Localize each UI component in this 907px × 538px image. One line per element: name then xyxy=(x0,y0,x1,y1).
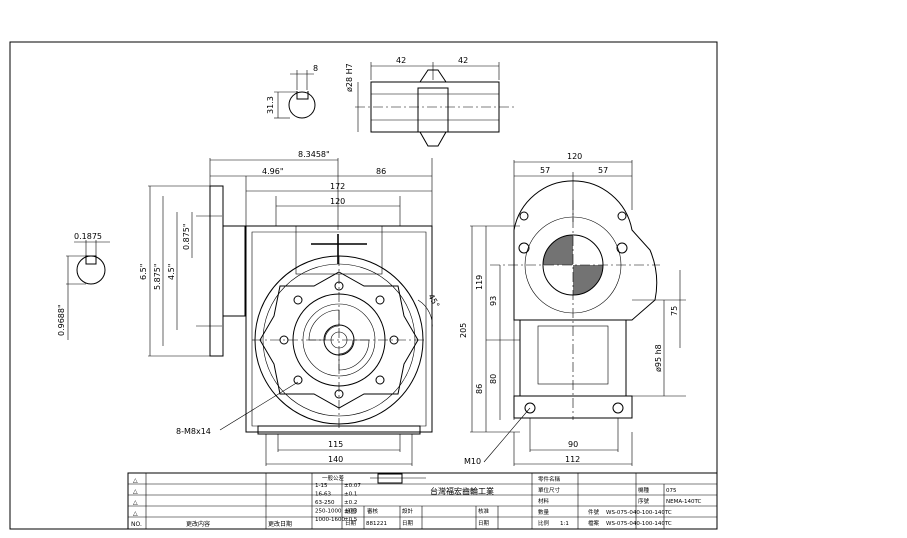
flange-side-view: 6.5" 5.875" 4.5" 0.875" xyxy=(139,185,246,357)
dim-keyway-height: 31.3 xyxy=(266,96,275,114)
dim-flange-width: 120 xyxy=(330,197,345,206)
approver-label: 核准 xyxy=(478,507,490,515)
dim-side-width: 120 xyxy=(567,152,582,161)
dim-base-length: 140 xyxy=(328,455,343,464)
dim-offset-left: 4.96" xyxy=(262,167,284,176)
tolerance-value: ±0.3 xyxy=(344,509,358,515)
scale-label: 比例 xyxy=(538,519,550,527)
dim-foot-bolt: M10 xyxy=(464,457,481,466)
quantity-label: 數量 xyxy=(538,508,550,516)
dimension-label: 單位尺寸 xyxy=(538,486,561,494)
dim-height-80: 80 xyxy=(489,374,498,384)
side-view: 120 57 57 75 ø95 h8 xyxy=(459,152,686,466)
title-block: △ △ △ △ NO. 更改内容 更改日期 一般公差 1-15 ±0.07 16-6… xyxy=(127,472,718,530)
date-label-3: 日期 xyxy=(478,520,490,527)
front-view: 8.3458" 4.96" 86 172 120 xyxy=(176,150,441,466)
dim-pilot-diameter: 5.875" xyxy=(153,263,162,290)
dim-foot-spacing: 90 xyxy=(568,440,578,449)
date-label-2: 日期 xyxy=(402,520,414,527)
model-value: 075 xyxy=(666,488,677,494)
drawing-no-value: WS-075-040-100-140TC xyxy=(606,510,672,516)
tolerance-value: ±0.5 xyxy=(344,517,358,523)
dim-shaft-diameter: 0.9688" xyxy=(57,304,66,336)
change-date-label: 更改日期 xyxy=(268,520,292,528)
tolerance-value: ±0.07 xyxy=(344,483,361,489)
dim-height-86: 86 xyxy=(475,384,484,394)
drawing-no-label: 件號 xyxy=(588,508,600,516)
dim-shaft-right: 42 xyxy=(458,56,468,65)
spec-value: NEMA-140TC xyxy=(666,499,701,505)
company-logo xyxy=(377,473,403,484)
spec-label: 序號 xyxy=(638,497,650,505)
file-label: 檔案 xyxy=(588,519,600,527)
dim-housing-width: 172 xyxy=(330,182,345,191)
tolerance-value: ±0.1 xyxy=(344,492,357,498)
no-label: NO. xyxy=(131,521,142,528)
designer-label: 設計 xyxy=(402,507,414,515)
tolerance-range: 1000-1600 xyxy=(315,517,345,523)
model-label: 機種 xyxy=(638,486,650,494)
dim-shaft-left: 42 xyxy=(396,56,406,65)
checker-label: 審核 xyxy=(367,507,379,515)
dim-keyway-width: 8 xyxy=(313,64,318,73)
dim-key-width: 0.875" xyxy=(182,223,191,250)
dim-height-75: 75 xyxy=(670,306,679,316)
dim-height-119: 119 xyxy=(475,275,484,290)
keyway-detail: 8 31.3 xyxy=(266,64,318,119)
dim-offset-right: 86 xyxy=(376,167,386,176)
rev-mark-3: △ xyxy=(133,499,138,506)
dim-side-right: 57 xyxy=(598,166,608,175)
tolerance-range: 63-250 xyxy=(315,500,335,506)
dim-side-left: 57 xyxy=(540,166,550,175)
drafter-label: 繪圖 xyxy=(345,507,357,515)
rev-mark-2: △ xyxy=(133,488,138,495)
dim-flange-height: 6.5" xyxy=(139,264,148,280)
rev-mark-4: △ xyxy=(133,510,138,517)
sleeve-section: 42 42 ø28 H7 xyxy=(345,56,515,147)
file-value: WS-075-040-100-140TC xyxy=(606,521,672,527)
company-name: 台灣福宏齒輪工業 xyxy=(430,486,494,496)
tolerance-header: 一般公差 xyxy=(322,474,345,482)
part-name-label: 零件名稱 xyxy=(538,475,561,483)
dim-height-93: 93 xyxy=(489,296,498,306)
date-value: 881221 xyxy=(366,521,387,527)
scale-value: 1:1 xyxy=(560,521,569,527)
shaft-key-detail: 0.1875 0.9688" xyxy=(57,232,110,340)
tolerance-range: 16-63 xyxy=(315,492,331,498)
dim-bolt-circle: 4.5" xyxy=(167,264,176,280)
dim-angle: 45° xyxy=(426,293,441,310)
tolerance-value: ±0.2 xyxy=(344,500,357,506)
dim-base-width: 115 xyxy=(328,440,343,449)
dim-bore-tolerance: ø28 H7 xyxy=(345,63,354,92)
rev-mark-1: △ xyxy=(133,477,138,484)
change-content-label: 更改内容 xyxy=(186,520,210,528)
dim-overall-length: 8.3458" xyxy=(298,150,330,159)
tolerance-range: 250-1000 xyxy=(315,509,342,515)
date-label: 日期 xyxy=(345,520,357,527)
material-label: 材料 xyxy=(538,497,550,505)
dim-bolt-spec: 8-M8x14 xyxy=(176,427,211,436)
tolerance-range: 1-15 xyxy=(315,483,328,489)
dim-shaft-key: 0.1875 xyxy=(74,232,102,241)
dim-bore-spec: ø95 h8 xyxy=(654,344,663,372)
dim-foot-width: 112 xyxy=(565,455,580,464)
dim-height-205: 205 xyxy=(459,323,468,338)
